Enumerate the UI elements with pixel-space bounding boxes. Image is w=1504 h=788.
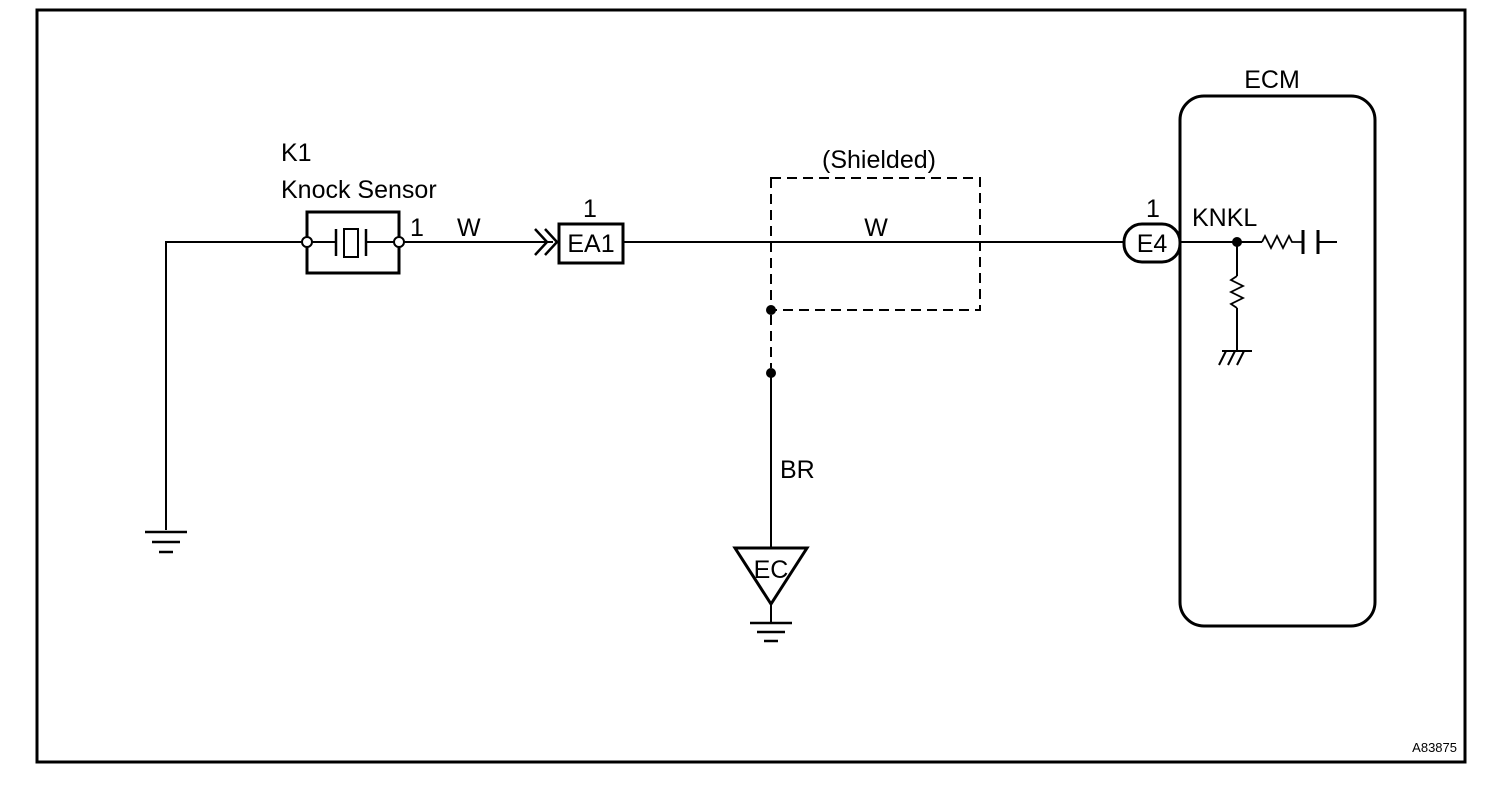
ecm-shunt-resistor [1228, 275, 1246, 309]
ground-point-label: EC [754, 556, 789, 584]
sensor-terminal-left [301, 236, 313, 248]
shielded-wire-color: W [864, 214, 888, 242]
sensor-code: K1 [281, 139, 312, 167]
sensor-terminal-right [393, 236, 405, 248]
ecm-series-resistor [1261, 233, 1302, 251]
sensor-wire-color: W [457, 214, 481, 242]
sensor-pin-label: 1 [410, 214, 424, 242]
ecm-terminal-label: KNKL [1192, 204, 1257, 232]
shield-junction-dot [766, 305, 776, 315]
connector-ea1-pin: 1 [583, 195, 597, 223]
ecm-title: ECM [1244, 66, 1300, 94]
sensor-ground-symbol [145, 530, 187, 554]
connector-e4-label: E4 [1137, 230, 1168, 258]
diagram-frame [35, 8, 1467, 764]
shield-box [770, 177, 981, 311]
connector-ea1-label: EA1 [567, 230, 614, 258]
ecm-chassis-ground-symbol [1218, 350, 1252, 366]
ecm-box [1178, 94, 1377, 628]
ground-point-symbol [750, 621, 792, 643]
ground-wire-color: BR [780, 456, 815, 484]
ground-point-triangle [732, 546, 810, 607]
shield-label: (Shielded) [822, 146, 936, 174]
connector-e4-pin: 1 [1146, 195, 1160, 223]
knock-sensor-symbol [301, 210, 405, 275]
sensor-ground-wire [165, 241, 307, 530]
connector-ea1-chevron [534, 228, 559, 256]
figure-id: A83875 [1412, 740, 1457, 755]
connector-ea1-box [557, 222, 625, 265]
sensor-name: Knock Sensor [281, 176, 437, 204]
